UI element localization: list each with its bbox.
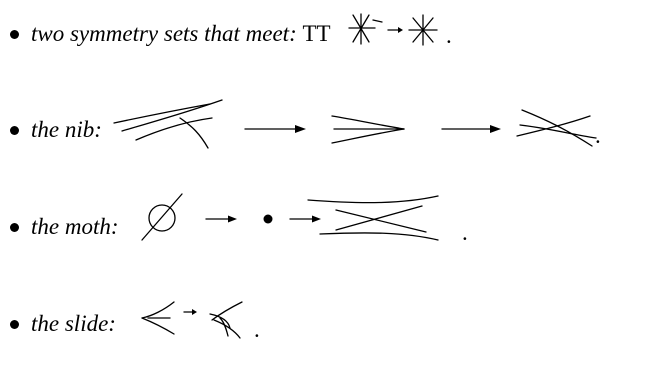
nib-transition-diagram — [113, 99, 597, 149]
arrow-head — [192, 309, 197, 315]
slide-curve — [211, 301, 243, 321]
bullet-icon — [10, 223, 19, 232]
moth-curve — [319, 232, 439, 241]
nib-curve — [521, 109, 593, 147]
item-label-text: the slide: — [31, 311, 116, 336]
moth-curve — [335, 205, 423, 231]
arrow-head — [228, 215, 237, 223]
arrow-head — [312, 215, 321, 223]
slide-curve — [141, 301, 175, 319]
moth-point — [263, 214, 273, 224]
moth-diagonal — [141, 193, 183, 241]
slide-curve — [141, 317, 175, 335]
item-label-text: the moth: — [31, 214, 119, 239]
moth-curve — [335, 209, 427, 233]
symmetry-sets-transition-diagram — [348, 13, 438, 46]
arrow-head — [490, 125, 501, 133]
arrow-head — [398, 27, 403, 33]
tt-symbol: TT — [302, 21, 331, 46]
slide-curve — [219, 317, 229, 337]
nib-curve — [121, 99, 223, 132]
nib-curve — [135, 117, 213, 141]
end-period: . — [595, 123, 601, 148]
bullet-icon — [10, 30, 19, 39]
nib-curve — [179, 117, 209, 149]
end-period: . — [462, 220, 468, 245]
moth-transition-diagram — [141, 193, 439, 241]
bullet-icon — [10, 320, 19, 329]
star-stroke — [372, 19, 383, 23]
item-label: the moth: — [31, 215, 119, 238]
end-period: . — [254, 317, 260, 342]
nib-curve — [113, 103, 211, 124]
star-stroke — [412, 17, 434, 43]
arrow-head — [295, 125, 306, 133]
end-period: . — [446, 23, 452, 48]
nib-curve — [331, 128, 405, 144]
slide-curve — [213, 319, 241, 339]
nib-curve — [519, 124, 597, 139]
item-label: two symmetry sets that meet: TT — [31, 22, 331, 45]
moth-circle — [148, 204, 176, 232]
item-label-text: two symmetry sets that meet: — [31, 21, 297, 46]
item-label-text: the nib: — [31, 117, 102, 142]
slide-transition-diagram — [141, 301, 243, 339]
item-label: the slide: — [31, 312, 116, 335]
slide-curve — [209, 313, 231, 329]
nib-curve — [516, 115, 591, 137]
item-label: the nib: — [31, 118, 102, 141]
moth-curve — [307, 195, 439, 204]
bullet-icon — [10, 126, 19, 135]
nib-curve — [331, 115, 405, 130]
